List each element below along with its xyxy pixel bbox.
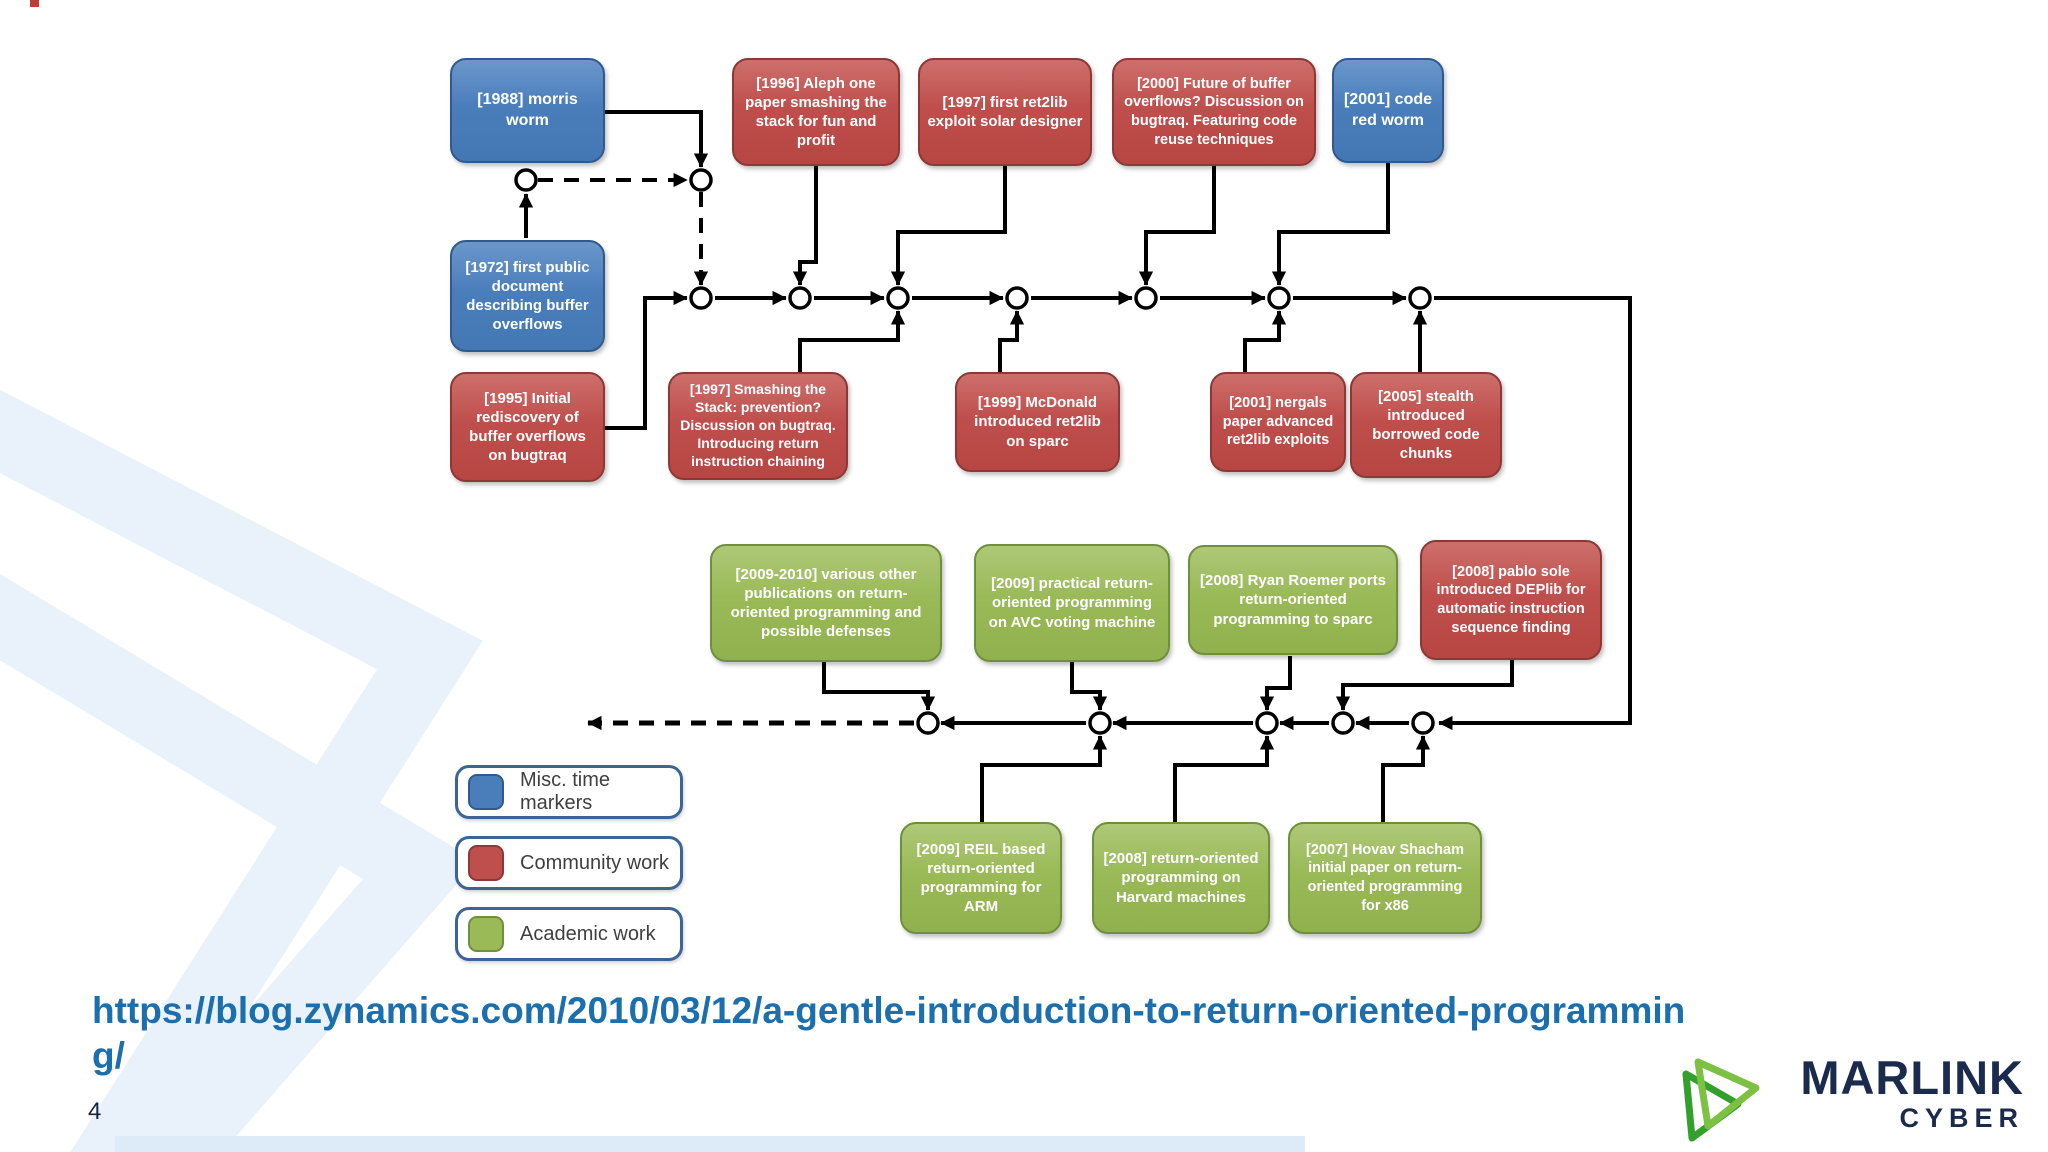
legend-label: Academic work — [520, 922, 656, 945]
timeline-node-label: [2009-2010] various other publications o… — [730, 565, 922, 641]
timeline-node-label: [2005] stealth introduced borrowed code … — [1372, 387, 1480, 463]
timeline-node-r1997b: [1997] Smashing the Stack: prevention? D… — [668, 372, 848, 480]
connector-edge — [1259, 656, 1292, 711]
timeline-node-g2009reil: [2009] REIL based return-oriented progra… — [900, 822, 1062, 934]
timeline-node-r2000: [2000] Future of buffer overflows? Discu… — [1112, 58, 1316, 166]
timeline-junction-circle — [1134, 286, 1158, 310]
legend-swatch — [468, 916, 504, 952]
timeline-node-label: [1988] morris worm — [477, 91, 578, 129]
timeline-node-label: [1999] McDonald introduced ret2lib on sp… — [974, 394, 1101, 450]
source-url-link[interactable]: https://blog.zynamics.com/2010/03/12/a-g… — [92, 988, 1922, 1078]
timeline-node-label: [1995] Initial rediscovery of buffer ove… — [469, 389, 586, 465]
timeline-junction-circle — [1411, 711, 1435, 735]
marlink-logo-brand: MARLINK — [1800, 1051, 2024, 1104]
timeline-node-label: [2009] REIL based return-oriented progra… — [916, 840, 1046, 916]
timeline-node-g2007h: [2007] Hovav Shacham initial paper on re… — [1288, 822, 1482, 934]
timeline-node-label: [2001] code red worm — [1343, 91, 1433, 129]
timeline-node-g2008h: [2008] return-oriented programming on Ha… — [1092, 822, 1270, 934]
source-url-line2: g/ — [92, 1035, 125, 1077]
legend-item-community-work: Community work — [455, 836, 683, 890]
timeline-node-label: [2008] pablo sole introduced DEPlib for … — [1436, 563, 1586, 636]
timeline-junction-circle — [1005, 286, 1029, 310]
marlink-logo-text: MARLINK CYBER — [1768, 1054, 2024, 1132]
timeline-node-r1996: [1996] Aleph one paper smashing the stac… — [732, 58, 900, 166]
timeline-node-label: [2008] Ryan Roemer ports return-oriented… — [1200, 572, 1386, 628]
timeline-junction-circle — [916, 711, 940, 735]
timeline-node-b1972: [1972] first public document describing … — [450, 240, 605, 352]
timeline-junction-circle — [689, 168, 713, 192]
timeline-junction-circle — [886, 286, 910, 310]
timeline-node-r2001n: [2001] nergals paper advanced ret2lib ex… — [1210, 372, 1346, 472]
connector-edge — [1243, 310, 1287, 372]
legend-label: Misc. time markers — [520, 769, 610, 814]
connector-edge — [1173, 735, 1275, 822]
connector-edge — [998, 310, 1025, 372]
timeline-node-label: [2009] practical return-oriented program… — [988, 575, 1156, 631]
legend-item-misc-time-markers: Misc. time markers — [455, 765, 683, 819]
connector-edge — [798, 310, 906, 372]
timeline-node-r1999: [1999] McDonald introduced ret2lib on sp… — [955, 372, 1120, 472]
timeline-node-label: [2001] nergals paper advanced ret2lib ex… — [1222, 395, 1334, 449]
marlink-logo: MARLINK CYBER — [1672, 1052, 2032, 1148]
connector-edge — [1138, 166, 1216, 286]
timeline-junction-circle — [1267, 286, 1291, 310]
marlink-logo-sub: CYBER — [1899, 1103, 2024, 1133]
timeline-node-label: [1996] Aleph one paper smashing the stac… — [745, 74, 887, 150]
legend-label: Community work — [520, 851, 669, 874]
connector-edge — [890, 166, 1007, 286]
connector-edge — [1070, 662, 1108, 711]
timeline-node-g2008r: [2008] Ryan Roemer ports return-oriented… — [1188, 545, 1398, 655]
connector-edge — [980, 735, 1108, 822]
timeline-node-r2008p: [2008] pablo sole introduced DEPlib for … — [1420, 540, 1602, 660]
page-number: 4 — [88, 1098, 102, 1125]
source-url-line1: https://blog.zynamics.com/2010/03/12/a-g… — [92, 990, 1686, 1031]
connector-edge — [1335, 658, 1514, 711]
connector-edge — [822, 662, 936, 711]
timeline-node-label: [1997] Smashing the Stack: prevention? D… — [680, 381, 836, 469]
timeline-node-r2005: [2005] stealth introduced borrowed code … — [1350, 372, 1502, 478]
connector-edge — [1271, 163, 1390, 286]
stray-red-mark — [30, 0, 39, 7]
connector-edge — [605, 110, 709, 168]
connector-edge — [1381, 735, 1431, 822]
timeline-node-label: [2008] return-oriented programming on Ha… — [1103, 850, 1259, 906]
timeline-node-g2009v: [2009-2010] various other publications o… — [710, 544, 942, 662]
connector-edge — [605, 290, 688, 430]
timeline-node-label: [2000] Future of buffer overflows? Discu… — [1124, 75, 1304, 148]
timeline-junction-circle — [1088, 711, 1112, 735]
timeline-junction-circle — [788, 286, 812, 310]
timeline-junction-circle — [1408, 286, 1432, 310]
timeline-node-b1988: [1988] morris worm — [450, 58, 605, 163]
timeline-node-label: [1997] first ret2lib exploit solar desig… — [927, 93, 1083, 130]
legend-item-academic-work: Academic work — [455, 907, 683, 961]
timeline-node-b2001cr: [2001] code red worm — [1332, 58, 1444, 163]
legend-swatch — [468, 774, 504, 810]
marlink-logo-icon — [1682, 1058, 1760, 1142]
timeline-node-label: [2007] Hovav Shacham initial paper on re… — [1306, 841, 1464, 914]
legend-swatch — [468, 845, 504, 881]
timeline-junction-circle — [1255, 711, 1279, 735]
connector-edge — [792, 166, 818, 286]
timeline-node-g2009p: [2009] practical return-oriented program… — [974, 544, 1170, 662]
connector-edge — [1434, 296, 1632, 731]
timeline-junction-circle — [689, 286, 713, 310]
timeline-node-r1997a: [1997] first ret2lib exploit solar desig… — [918, 58, 1092, 166]
timeline-junction-circle — [514, 168, 538, 192]
timeline-node-label: [1972] first public document describing … — [465, 258, 590, 334]
timeline-node-r1995: [1995] Initial rediscovery of buffer ove… — [450, 372, 605, 482]
timeline-junction-circle — [1331, 711, 1355, 735]
